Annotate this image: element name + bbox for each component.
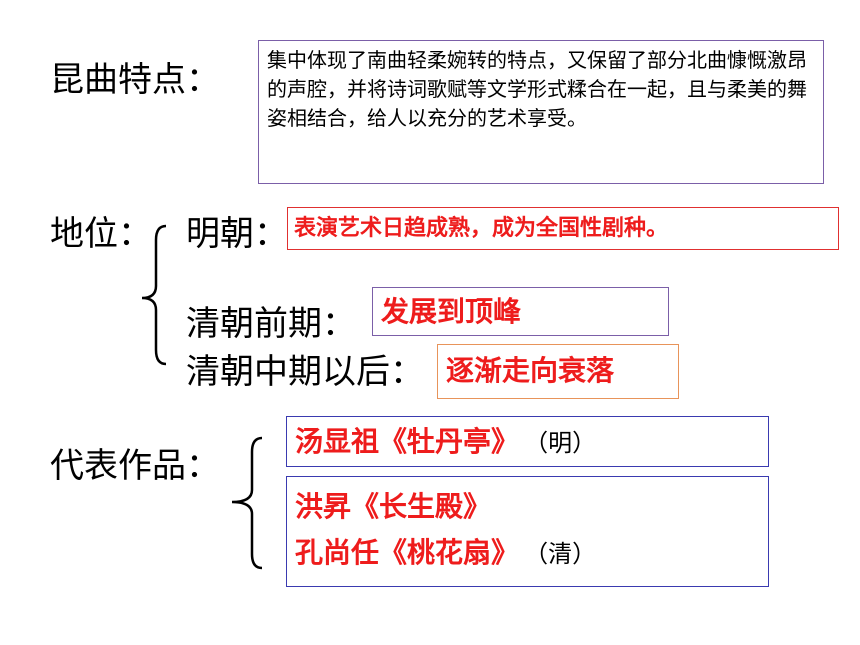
early-qing-text: 发展到顶峰 xyxy=(381,295,522,328)
ming-work-box: 汤显祖《牡丹亭》 （明） xyxy=(286,416,769,467)
early-qing-label: 清朝前期： xyxy=(186,304,356,344)
qing-works-box: 洪昇《长生殿》 孔尚任《桃花扇》 （清） xyxy=(286,476,769,587)
features-description: 集中体现了南曲轻柔婉转的特点，又保留了部分北曲慷慨激昂的声腔，并将诗词歌赋等文学… xyxy=(267,48,807,130)
works-label: 代表作品： xyxy=(50,446,220,486)
qing-work-2-title: 孔尚任《桃花扇》 xyxy=(295,536,520,569)
status-label: 地位： xyxy=(50,214,152,254)
mid-qing-label: 清朝中期以后： xyxy=(186,352,424,392)
ming-text: 表演艺术日趋成熟，成为全国性剧种。 xyxy=(294,216,669,241)
early-qing-text-box: 发展到顶峰 xyxy=(372,287,669,336)
qing-work-1-title: 洪昇《长生殿》 xyxy=(295,490,492,523)
features-description-box: 集中体现了南曲轻柔婉转的特点，又保留了部分北曲慷慨激昂的声腔，并将诗词歌赋等文学… xyxy=(258,40,824,184)
ming-work-title: 汤显祖《牡丹亭》 xyxy=(295,425,520,458)
ming-work-era: （明） xyxy=(524,429,597,457)
ming-label: 明朝： xyxy=(186,214,288,254)
features-label: 昆曲特点： xyxy=(50,60,220,100)
ming-text-box: 表演艺术日趋成熟，成为全国性剧种。 xyxy=(287,207,839,250)
status-bracket xyxy=(141,224,167,366)
qing-work-2-era: （清） xyxy=(524,540,597,568)
works-bracket xyxy=(231,436,263,570)
mid-qing-text-box: 逐渐走向衰落 xyxy=(437,344,679,399)
mid-qing-text: 逐渐走向衰落 xyxy=(446,354,615,387)
